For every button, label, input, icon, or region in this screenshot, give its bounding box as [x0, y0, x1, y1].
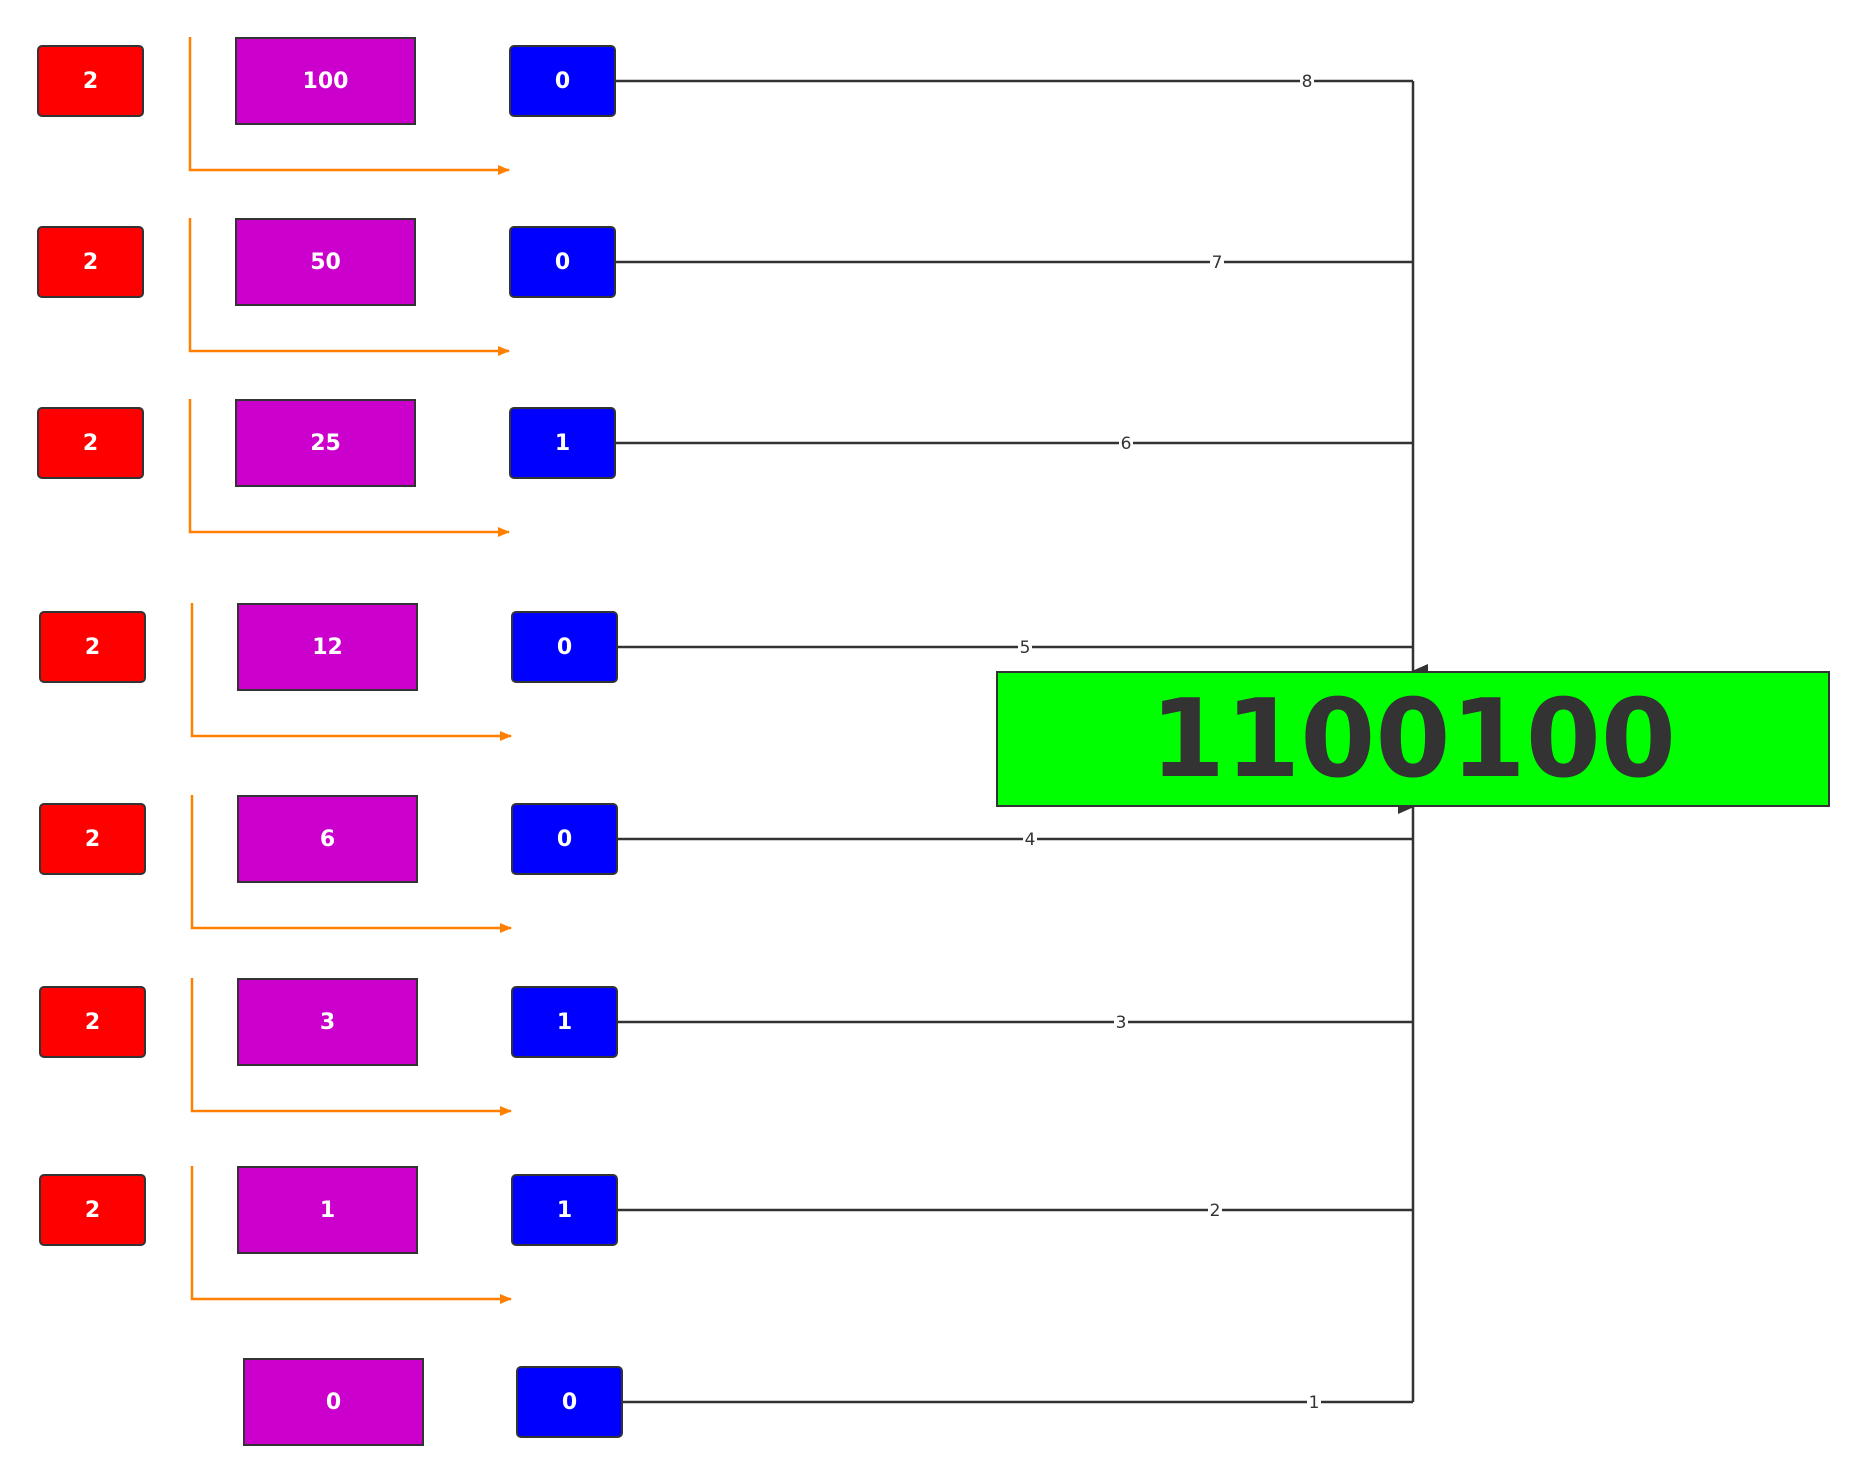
edge-label-bg: [1300, 71, 1314, 91]
remainder-box: 1: [511, 1174, 618, 1246]
edge-label-bg: [1208, 1200, 1222, 1220]
remainder-box: 1: [509, 407, 616, 479]
edge-order-label: 5: [1020, 638, 1031, 658]
division-bracket-arrow: [190, 1166, 512, 1304]
divisor-box: 2: [37, 226, 144, 298]
bracket-layer: [188, 37, 512, 1304]
divisor-box: 2: [39, 803, 146, 875]
edge-label-bg: [1119, 433, 1133, 453]
quotient-box: 25: [235, 399, 416, 487]
edge-order-label: 7: [1212, 253, 1223, 273]
division-bracket-arrow: [188, 37, 510, 175]
division-bracket-arrow: [188, 218, 510, 356]
edge-label-bg: [1023, 829, 1037, 849]
remainder-box: 0: [509, 45, 616, 117]
remainder-box: 1: [511, 986, 618, 1058]
edge-order-label: 3: [1116, 1013, 1127, 1033]
edge-label-bg: [1307, 1392, 1321, 1412]
remainder-box: 0: [511, 611, 618, 683]
edge-order-label: 4: [1025, 830, 1036, 850]
remainder-box: 0: [516, 1366, 623, 1438]
edge-order-label: 6: [1121, 434, 1132, 454]
remainder-box: 0: [509, 226, 616, 298]
remainder-box: 0: [511, 803, 618, 875]
result-box: 1100100: [996, 671, 1830, 807]
edge-label-bg: [1210, 252, 1224, 272]
edge-layer: 8 7 6 5 4 3 2 1: [616, 71, 1413, 1413]
quotient-box: 6: [237, 795, 418, 883]
division-bracket-arrow: [188, 399, 510, 537]
quotient-box: 100: [235, 37, 416, 125]
quotient-box: 1: [237, 1166, 418, 1254]
edge-label-bg: [1114, 1012, 1128, 1032]
division-bracket-arrow: [190, 978, 512, 1116]
divisor-box: 2: [39, 986, 146, 1058]
edge-order-label: 8: [1302, 72, 1313, 92]
divisor-box: 2: [37, 45, 144, 117]
quotient-box: 12: [237, 603, 418, 691]
quotient-box: 0: [243, 1358, 424, 1446]
quotient-box: 50: [235, 218, 416, 306]
edge-label-bg: [1018, 637, 1032, 657]
division-bracket-arrow: [190, 795, 512, 933]
divisor-box: 2: [39, 611, 146, 683]
edge-order-label: 2: [1210, 1201, 1221, 1221]
divisor-box: 2: [37, 407, 144, 479]
divisor-box: 2: [39, 1174, 146, 1246]
division-bracket-arrow: [190, 603, 512, 741]
quotient-box: 3: [237, 978, 418, 1066]
edge-order-label: 1: [1309, 1393, 1320, 1413]
